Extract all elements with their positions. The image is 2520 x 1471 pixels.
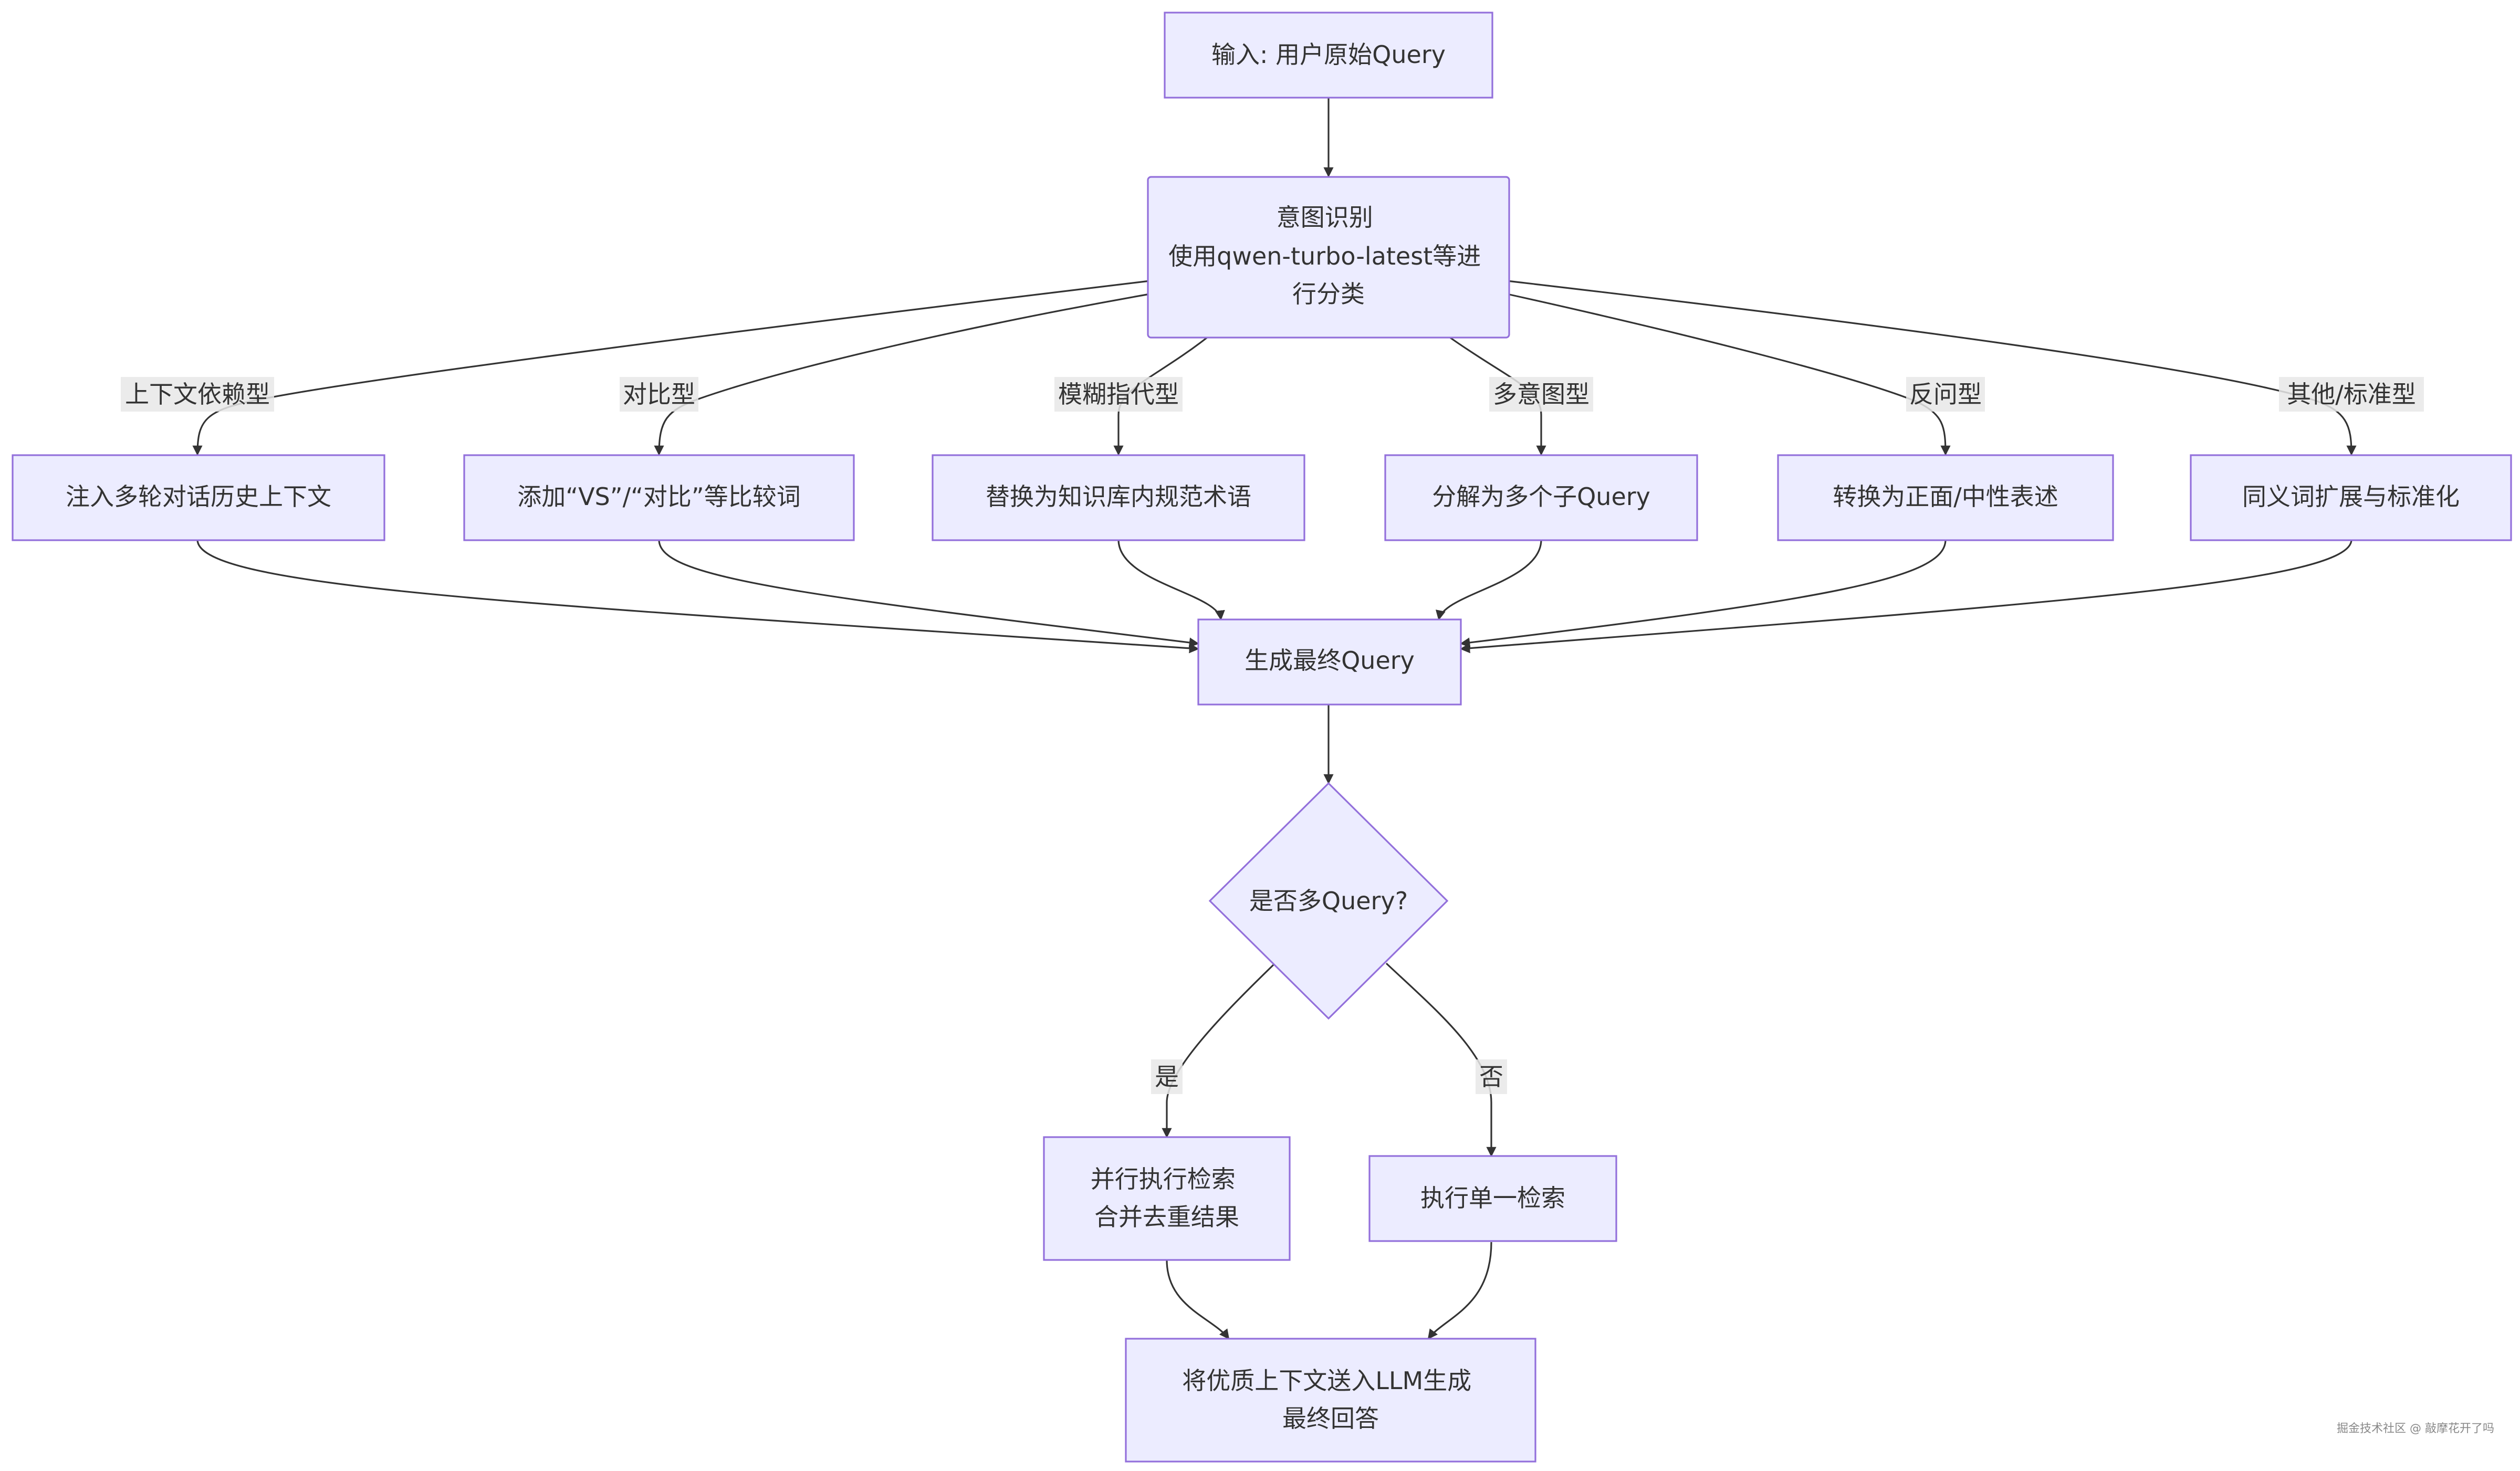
edge-label-text: 其他/标准型 bbox=[2287, 380, 2416, 408]
node-label: 意图识别 使用qwen-turbo-latest等进 行分类 bbox=[1168, 195, 1489, 308]
node-label-line: 同义词扩展与标准化 bbox=[2242, 482, 2460, 511]
node-label: 并行执行检索 合并去重结果 bbox=[1091, 1157, 1243, 1231]
edge-intent-rhetorical bbox=[1507, 293, 1951, 456]
node-input: 输入: 用户原始Query bbox=[1164, 12, 1493, 99]
node-box bbox=[463, 454, 855, 541]
edge-intent-standard bbox=[1507, 280, 2357, 456]
edge-label-background bbox=[1151, 1059, 1183, 1094]
node-context: 注入多轮对话历史上下文 bbox=[12, 454, 385, 541]
node-label-line: 行分类 bbox=[1292, 280, 1365, 308]
node-box bbox=[1147, 176, 1510, 339]
edge-label-text: 否 bbox=[1479, 1063, 1503, 1091]
node-single: 执行单一检索 bbox=[1368, 1155, 1617, 1242]
node-label-line: 是否多Query? bbox=[1249, 887, 1408, 915]
edge-single-llm bbox=[1427, 1242, 1492, 1340]
node-llm: 将优质上下文送入LLM生成 最终回答 bbox=[1125, 1338, 1536, 1463]
edges bbox=[192, 97, 2357, 1340]
node-standard: 同义词扩展与标准化 bbox=[2190, 454, 2512, 541]
node-label-line: 意图识别 bbox=[1277, 203, 1373, 232]
edge-label-rhetorical: 反问型 bbox=[1906, 377, 1985, 412]
node-box bbox=[1125, 1338, 1536, 1463]
node-label: 同义词扩展与标准化 bbox=[2242, 482, 2460, 511]
node-label: 是否多Query? bbox=[1249, 887, 1408, 915]
edge-parallel-llm bbox=[1166, 1259, 1230, 1340]
node-label-line: 最终回答 bbox=[1282, 1404, 1379, 1433]
node-parallel: 并行执行检索 合并去重结果 bbox=[1043, 1136, 1291, 1261]
node-box bbox=[1164, 12, 1493, 99]
node-label-line: 合并去重结果 bbox=[1094, 1203, 1239, 1231]
edge-label-compare: 对比型 bbox=[620, 377, 698, 412]
edge-context-final bbox=[196, 539, 1199, 654]
node-label: 替换为知识库内规范术语 bbox=[986, 482, 1251, 511]
edge-rhetorical-final bbox=[1460, 539, 1947, 648]
node-label-line: 分解为多个子Query bbox=[1432, 482, 1650, 511]
edge-label-background bbox=[2279, 377, 2424, 412]
node-label-line: 转换为正面/中性表述 bbox=[1833, 482, 2058, 511]
node-box bbox=[1384, 454, 1698, 541]
node-label-line: 注入多轮对话历史上下文 bbox=[66, 482, 331, 511]
edge-label-multi: 多意图型 bbox=[1489, 377, 1593, 412]
node-label-line: 添加“VS”/“对比”等比较词 bbox=[517, 482, 801, 511]
node-label: 输入: 用户原始Query bbox=[1211, 40, 1446, 69]
edge-labels: 上下文依赖型 对比型 模糊指代型 多意图型 反问型 其他/标准型 是 否 bbox=[121, 377, 2424, 1094]
node-intent: 意图识别 使用qwen-turbo-latest等进 行分类 bbox=[1147, 176, 1510, 339]
node-final: 生成最终Query bbox=[1197, 618, 1462, 706]
node-box bbox=[1043, 1136, 1291, 1261]
node-label-line: 生成最终Query bbox=[1245, 646, 1415, 675]
edge-intent-context bbox=[192, 280, 1151, 456]
edge-label-context: 上下文依赖型 bbox=[121, 377, 274, 412]
node-label-line: 将优质上下文送入LLM生成 bbox=[1182, 1367, 1471, 1395]
node-label: 转换为正面/中性表述 bbox=[1833, 482, 2058, 511]
node-label-line: 输入: 用户原始Query bbox=[1211, 40, 1446, 69]
node-label: 执行单一检索 bbox=[1420, 1184, 1565, 1212]
edge-decision-parallel bbox=[1162, 962, 1276, 1138]
node-box bbox=[1197, 618, 1462, 706]
node-label: 注入多轮对话历史上下文 bbox=[66, 482, 331, 511]
edge-label-text: 对比型 bbox=[623, 380, 695, 408]
node-label: 将优质上下文送入LLM生成 最终回答 bbox=[1182, 1358, 1479, 1433]
edge-label-background bbox=[1489, 377, 1593, 412]
node-decision: 是否多Query? bbox=[1208, 782, 1449, 1020]
edge-label-standard: 其他/标准型 bbox=[2279, 377, 2424, 412]
edge-label-ambiguous: 模糊指代型 bbox=[1054, 377, 1183, 412]
edge-ambiguous-final bbox=[1117, 539, 1225, 621]
edge-label-background bbox=[1906, 377, 1985, 412]
edge-standard-final bbox=[1460, 539, 2352, 654]
edge-label-yes: 是 bbox=[1151, 1059, 1183, 1094]
edge-label-background bbox=[620, 377, 698, 412]
node-compare: 添加“VS”/“对比”等比较词 bbox=[463, 454, 855, 541]
edge-label-text: 模糊指代型 bbox=[1058, 380, 1179, 408]
node-multi: 分解为多个子Query bbox=[1384, 454, 1698, 541]
node-label: 生成最终Query bbox=[1245, 646, 1415, 675]
edge-compare-final bbox=[658, 539, 1199, 648]
edge-label-background bbox=[1476, 1059, 1507, 1094]
edge-label-background bbox=[121, 377, 274, 412]
node-label-line: 并行执行检索 bbox=[1091, 1165, 1236, 1193]
edge-label-text: 反问型 bbox=[1909, 380, 1982, 408]
node-label: 添加“VS”/“对比”等比较词 bbox=[517, 482, 801, 511]
edge-label-text: 多意图型 bbox=[1493, 380, 1590, 408]
nodes: 输入: 用户原始Query 意图识别 使用qwen-turbo-latest等进… bbox=[12, 12, 2512, 1463]
decision-diamond bbox=[1208, 782, 1449, 1020]
node-box bbox=[932, 454, 1305, 541]
edge-label-text: 上下文依赖型 bbox=[125, 380, 270, 408]
edge-label-text: 是 bbox=[1155, 1063, 1179, 1091]
edge-multi-final bbox=[1436, 539, 1542, 621]
edge-label-no: 否 bbox=[1476, 1059, 1507, 1094]
node-box bbox=[1777, 454, 2114, 541]
node-label-line: 执行单一检索 bbox=[1420, 1184, 1565, 1212]
node-label-line: 使用qwen-turbo-latest等进 bbox=[1168, 242, 1481, 270]
edge-label-background bbox=[1054, 377, 1183, 412]
node-box bbox=[2190, 454, 2512, 541]
edge-intent-compare bbox=[654, 293, 1151, 456]
watermark: 掘金技术社区 @ 敲摩花开了吗 bbox=[2337, 1422, 2494, 1435]
node-label-line: 替换为知识库内规范术语 bbox=[986, 482, 1251, 511]
node-box bbox=[12, 454, 385, 541]
node-ambiguous: 替换为知识库内规范术语 bbox=[932, 454, 1305, 541]
node-label: 分解为多个子Query bbox=[1432, 482, 1650, 511]
node-box bbox=[1368, 1155, 1617, 1242]
node-rhetorical: 转换为正面/中性表述 bbox=[1777, 454, 2114, 541]
